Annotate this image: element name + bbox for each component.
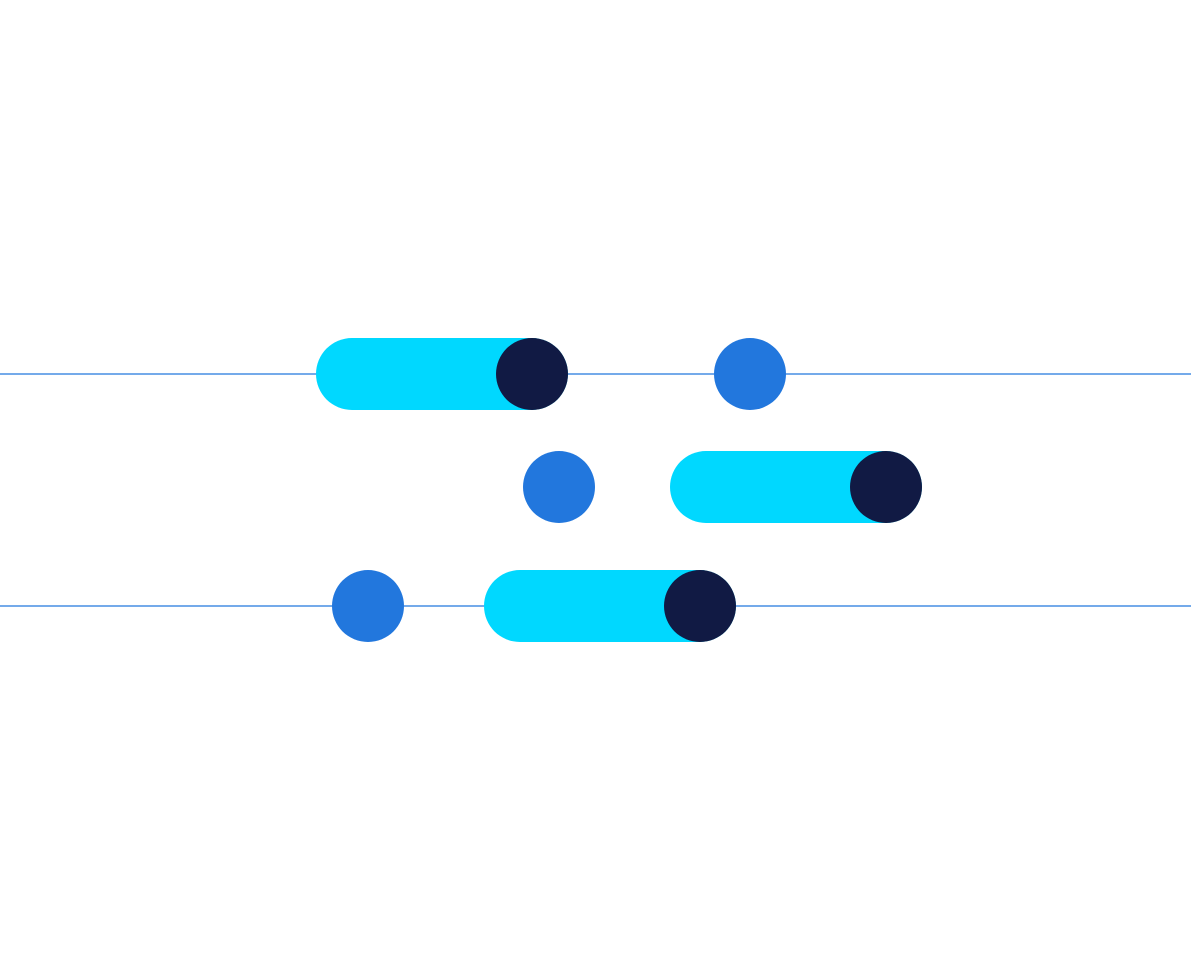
toggle-middle-knob [850, 451, 922, 523]
dot-top-right [714, 338, 786, 410]
toggle-bottom-knob [664, 570, 736, 642]
toggle-top-knob [496, 338, 568, 410]
toggle-top [316, 338, 568, 410]
toggle-middle [670, 451, 922, 523]
dot-middle-left [523, 451, 595, 523]
toggle-bottom [484, 570, 736, 642]
dot-bottom-left [332, 570, 404, 642]
